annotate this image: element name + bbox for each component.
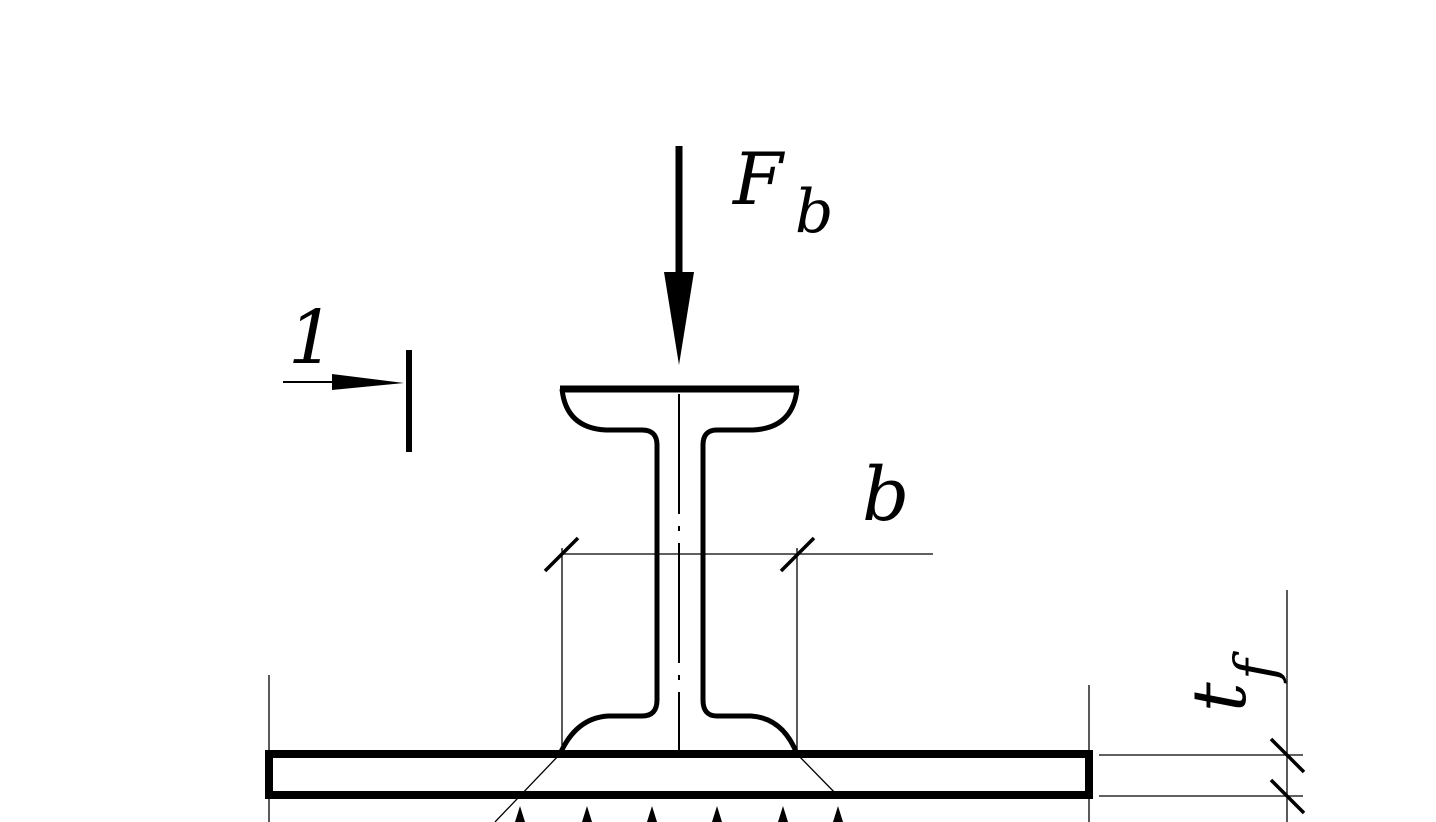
i-beam-outline-right (700, 388, 800, 755)
section-marker (283, 350, 412, 452)
thickness-dimension (1099, 590, 1306, 822)
load-arrow-head (664, 272, 694, 365)
width-dimension (543, 536, 933, 754)
reaction-arrow (778, 806, 788, 822)
reaction-arrow (647, 806, 657, 822)
load-arrow (664, 146, 694, 365)
i-beam-outline-left (557, 388, 660, 756)
reaction-arrow (515, 806, 525, 822)
thickness-tick-bottom (1269, 778, 1306, 815)
reaction-arrow (712, 806, 722, 822)
width-tick-right (779, 536, 816, 573)
i-beam (557, 385, 800, 756)
base-plate (265, 750, 1093, 799)
reaction-arrow (582, 806, 592, 822)
thickness-tick-top (1269, 737, 1306, 774)
section-arrow-head (332, 374, 404, 390)
section-label: 1 (288, 295, 335, 381)
reaction-arrow (833, 806, 843, 822)
force-subscript: b (795, 177, 833, 247)
force-label: F (731, 137, 786, 221)
thickness-label: t (1177, 682, 1263, 712)
spread-line-left (494, 753, 561, 822)
thickness-subscript: f (1224, 650, 1289, 684)
reaction-arrows (515, 806, 843, 822)
width-label: b (862, 452, 909, 538)
spread-line-right (796, 753, 841, 799)
width-tick-left (543, 536, 580, 573)
